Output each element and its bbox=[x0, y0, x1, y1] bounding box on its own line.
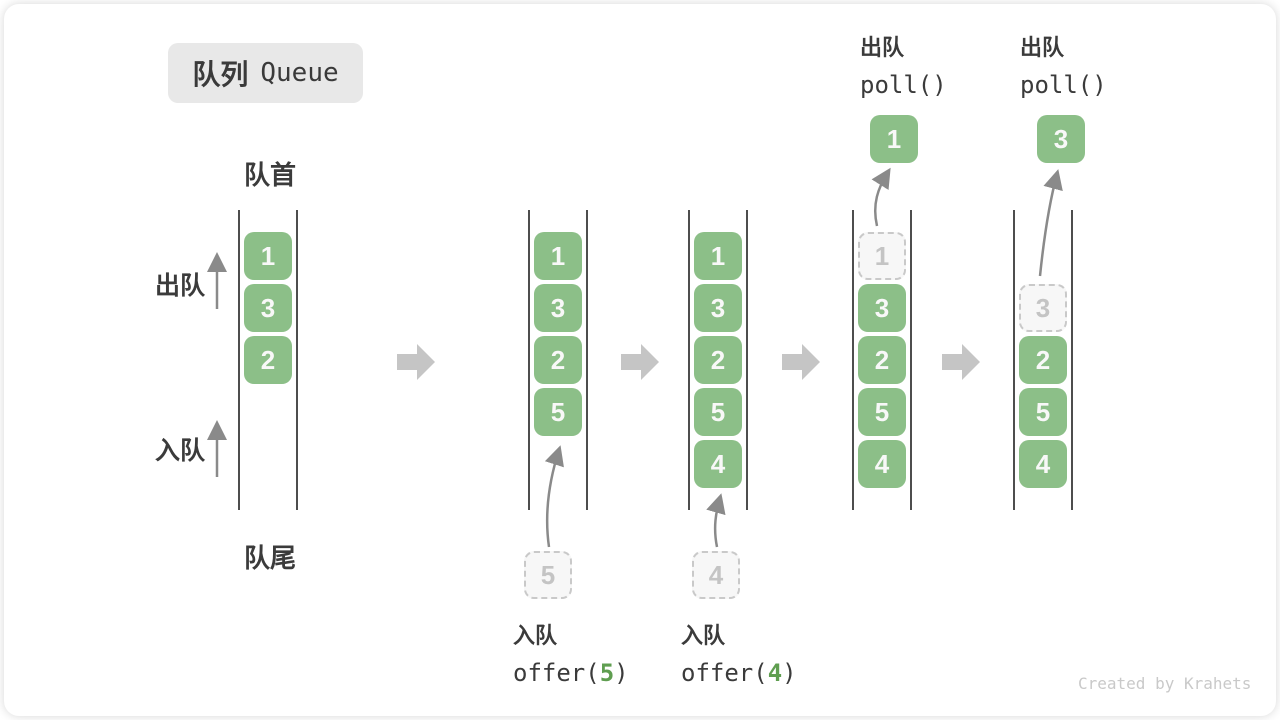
queue-cell: 3 bbox=[244, 284, 292, 332]
offer-arg: 4 bbox=[767, 659, 783, 687]
poll-operation-code: poll() bbox=[860, 71, 947, 99]
poll-operation-2: 出队 poll() bbox=[1020, 30, 1107, 99]
enqueue-side-label: 入队 bbox=[155, 437, 206, 465]
queue-cell: 2 bbox=[1019, 336, 1067, 384]
queue-cell: 2 bbox=[694, 336, 742, 384]
queue-cell: 2 bbox=[858, 336, 906, 384]
queue-cell: 2 bbox=[534, 336, 582, 384]
offer-operation-code: offer(4) bbox=[681, 659, 797, 687]
queue-cell: 5 bbox=[1019, 388, 1067, 436]
queue-cell: 4 bbox=[858, 440, 906, 488]
queue-cell: 1 bbox=[534, 232, 582, 280]
queue-cell: 1 bbox=[694, 232, 742, 280]
queue-cell: 3 bbox=[694, 284, 742, 332]
polled-cell-3: 3 bbox=[1037, 115, 1085, 163]
queue-cell: 4 bbox=[694, 440, 742, 488]
offer-fn: offer( bbox=[513, 659, 600, 687]
queue-cell: 2 bbox=[244, 336, 292, 384]
poll-operation-1: 出队 poll() bbox=[860, 30, 947, 99]
queue-cell: 5 bbox=[534, 388, 582, 436]
queue-state-2: 1 3 2 5 bbox=[528, 210, 588, 510]
watermark: Created by Krahets bbox=[1078, 674, 1252, 693]
queue-cell: 1 bbox=[244, 232, 292, 280]
queue-cell: 3 bbox=[858, 284, 906, 332]
offer-operation-label: 入队 bbox=[513, 623, 558, 648]
offer-operation-5: 入队 offer(5) bbox=[513, 618, 629, 687]
title-zh: 队列 bbox=[192, 59, 249, 90]
offer-operation-label: 入队 bbox=[681, 623, 726, 648]
offer-arg: 5 bbox=[599, 659, 615, 687]
poll-operation-code: poll() bbox=[1020, 71, 1107, 99]
removed-cell-3: 3 bbox=[1019, 284, 1067, 332]
queue-state-5: 3 2 5 4 bbox=[1013, 210, 1073, 510]
title-en: Queue bbox=[260, 58, 339, 88]
diagram-card bbox=[4, 4, 1276, 716]
polled-cell-1: 1 bbox=[870, 115, 918, 163]
incoming-cell-5: 5 bbox=[524, 551, 572, 599]
title-badge: 队列 Queue bbox=[168, 43, 363, 103]
queue-state-4: 1 3 2 5 4 bbox=[852, 210, 912, 510]
queue-cell: 5 bbox=[694, 388, 742, 436]
offer-operation-code: offer(5) bbox=[513, 659, 629, 687]
queue-rear-label: 队尾 bbox=[244, 543, 297, 573]
poll-operation-label: 出队 bbox=[1020, 35, 1065, 60]
offer-operation-4: 入队 offer(4) bbox=[681, 618, 797, 687]
offer-close: ) bbox=[782, 659, 797, 687]
queue-cell: 3 bbox=[534, 284, 582, 332]
queue-state-1: 1 3 2 bbox=[238, 210, 298, 510]
removed-cell-1: 1 bbox=[858, 232, 906, 280]
dequeue-side-label: 出队 bbox=[155, 272, 206, 300]
queue-cell: 4 bbox=[1019, 440, 1067, 488]
queue-state-3: 1 3 2 5 4 bbox=[688, 210, 748, 510]
queue-front-label: 队首 bbox=[244, 160, 297, 190]
queue-cell: 5 bbox=[858, 388, 906, 436]
offer-close: ) bbox=[614, 659, 629, 687]
incoming-cell-4: 4 bbox=[692, 551, 740, 599]
poll-operation-label: 出队 bbox=[860, 35, 905, 60]
offer-fn: offer( bbox=[681, 659, 768, 687]
